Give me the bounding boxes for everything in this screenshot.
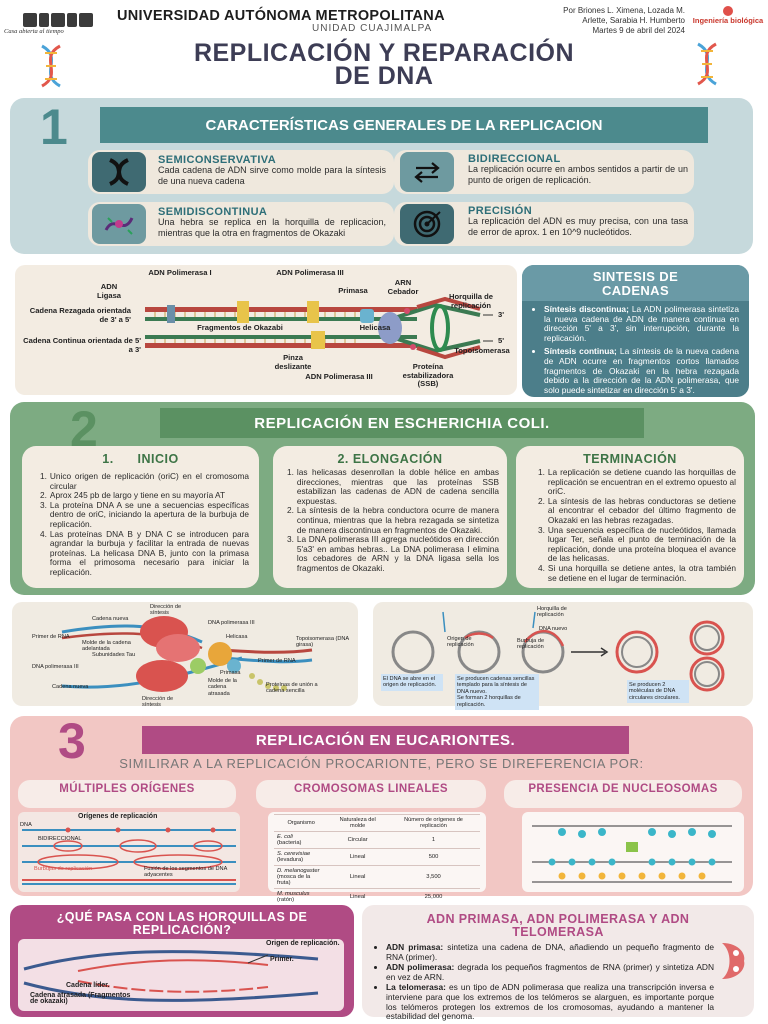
replication-fork-drawing (145, 296, 493, 360)
column-inicio: 1. INICIO 1.Unico origen de replicación … (22, 446, 259, 588)
section-3-title: REPLICACIÓN EN EUCARIONTES. (142, 726, 629, 754)
card-semiconservativa: SEMICONSERVATIVA Cada cadena de ADN sirv… (88, 150, 394, 194)
enzyme-item: ADN polimerasa: degrada los pequeños fra… (386, 962, 714, 982)
origins-panel: Orígenes de replicación DNA BIDIRECCIONA… (18, 812, 240, 892)
section-1-title: CARACTERÍSTICAS GENERALES DE LA REPLICAC… (100, 107, 708, 143)
dna-right-icon (697, 42, 717, 86)
table-row: D. melanogaster(mosca de la fruta) Linea… (274, 865, 480, 889)
horquillas-title: ¿QUÉ PASA CON LAS HORQUILLAS DE REPLICAC… (56, 910, 308, 937)
section-2: 2 REPLICACIÓN EN ESCHERICHIA COLI. 1. IN… (10, 402, 755, 595)
replication-fork-diagram: ADN Ligasa ADN Polimerasa I ADN Polimera… (15, 265, 517, 395)
card-semidiscontinua: SEMIDISCONTINUA Una hebra se replica en … (88, 202, 394, 246)
origins-drawing (22, 827, 236, 885)
target-icon (400, 204, 454, 244)
adn-enzymes-box: ADN PRIMASA, ADN POLIMERASA Y ADN TELOME… (362, 905, 754, 1021)
enzyme-item: ADN primasa: sintetiza una cadena de DNA… (386, 942, 714, 962)
table-row: S. cerevisiae(levadura) Lineal 500 (274, 848, 480, 866)
page-title: REPLICACIÓN Y REPARACIÓN DE DNA (193, 39, 575, 90)
chromosome-icon (722, 943, 745, 979)
card-bidireccional: BIDIRECCIONAL La replicación ocurre en a… (394, 150, 694, 194)
pill-multiples-origenes: MÚLTIPLES ORÍGENES (18, 780, 236, 808)
pill-nucleosomas: PRESENCIA DE NUCLEOSOMAS (504, 780, 742, 808)
section-3-subtitle: SIMILIRAR A LA REPLICACIÓN PROCARIONTE, … (119, 756, 644, 771)
list-item: 3.La proteína DNA A se une a secuencias … (40, 499, 249, 529)
table-row: M. musculus(ratón) Lineal 25,000 (274, 888, 480, 906)
pill-cromosomas-lineales: CROMOSOMAS LINEALES (256, 780, 486, 808)
list-item: 3.Una secuencia específica de nucleótido… (538, 524, 736, 564)
logo-caption: Casa abierta al tiempo (4, 28, 64, 35)
university-unit: UNIDAD CUAJIMALPA (312, 23, 433, 34)
horquillas-diagram: Origen de replicación. Primer. Cadena lí… (18, 939, 344, 1011)
section-1: 1 CARACTERÍSTICAS GENERALES DE LA REPLIC… (10, 98, 753, 254)
nucleosome-panel (522, 812, 744, 892)
horquillas-drawing (23, 950, 319, 1002)
column-elongacion: 2. ELONGACIÓN 1.las helicasas desenrolla… (273, 446, 507, 588)
list-item: 1.las helicasas desenrollan la doble hél… (287, 467, 499, 506)
section-2-title: REPLICACIÓN EN ESCHERICHIA COLI. (160, 408, 644, 438)
sintesis-item: Síntesis continua; La síntesis de la nue… (544, 347, 739, 395)
list-item: 2.La síntesis de las hebras conductoras … (538, 495, 736, 525)
dna-strand-icon (92, 152, 146, 192)
section-number: 3 (58, 713, 86, 769)
authors: Por Briones L. Ximena, Lozada M. Arlette… (563, 6, 685, 35)
section-number: 2 (70, 401, 98, 457)
list-item: 2.La síntesis de la hebra conductora ocu… (287, 505, 499, 535)
sintesis-item: Síntesis discontinua; La ADN polimerasa … (544, 304, 739, 343)
list-item: 4.Si una horquilla se detiene antes, la … (538, 562, 736, 583)
ingenieria-biologica-logo: Ingeniería biológica (692, 6, 764, 36)
circular-replication-diagram: Origen de replicación DNA nuevo Horquill… (373, 602, 753, 711)
sintesis-title: SINTESIS DE CADENAS (522, 265, 749, 301)
adn-enzymes-title: ADN PRIMASA, ADN POLIMERASA Y ADN TELOME… (426, 912, 690, 939)
university-name: UNIVERSIDAD AUTÓNOMA METROPOLITANA (117, 8, 445, 24)
replisome-drawing (61, 616, 313, 692)
nucleosome-drawing (532, 825, 732, 883)
card-precision: PRECISIÓN La replicación del ADN es muy … (394, 202, 694, 246)
circular-replication-drawing (391, 611, 725, 692)
table-row: E. coli(bacteria) Circular 1 (274, 831, 480, 849)
list-item: 2.Aprox 245 pb de largo y tiene en su ma… (40, 490, 226, 501)
enzyme-icon (92, 204, 146, 244)
uam-logo (6, 6, 110, 34)
list-item: 1.La replicación se detiene cuando las h… (538, 467, 736, 497)
ecoli-replisome-diagram: Cadena nueva Dirección de síntesis DNA p… (12, 602, 358, 708)
sintesis-de-cadenas-box: SINTESIS DE CADENAS Síntesis discontinua… (522, 265, 749, 397)
column-terminacion: TERMINACIÓN 1.La replicación se detiene … (516, 446, 744, 588)
origins-table-panel: Organismo Naturaleza del molde Número de… (268, 812, 486, 906)
bidirectional-arrows-icon (400, 152, 454, 192)
dna-left-icon (41, 44, 61, 88)
diagram-caption: Se producen cadenas sencillas templado p… (455, 674, 539, 711)
origins-table: Organismo Naturaleza del molde Número de… (274, 813, 480, 906)
horquillas-box: ¿QUÉ PASA CON LAS HORQUILLAS DE REPLICAC… (10, 905, 354, 1017)
list-item: 1.Unico origen de replicación (oriC) en … (40, 471, 249, 491)
enzyme-item: La telomerasa: es un tipo de ADN polimer… (386, 983, 714, 1021)
section-3: 3 REPLICACIÓN EN EUCARIONTES. SIMILIRAR … (10, 713, 753, 906)
section-number: 1 (40, 99, 68, 155)
list-item: 3.La DNA polimerasa III agrega nucleótid… (287, 534, 499, 573)
brand-icon (723, 6, 733, 16)
list-item: 4.Las proteínas DNA B y DNA C se introdu… (40, 528, 249, 577)
